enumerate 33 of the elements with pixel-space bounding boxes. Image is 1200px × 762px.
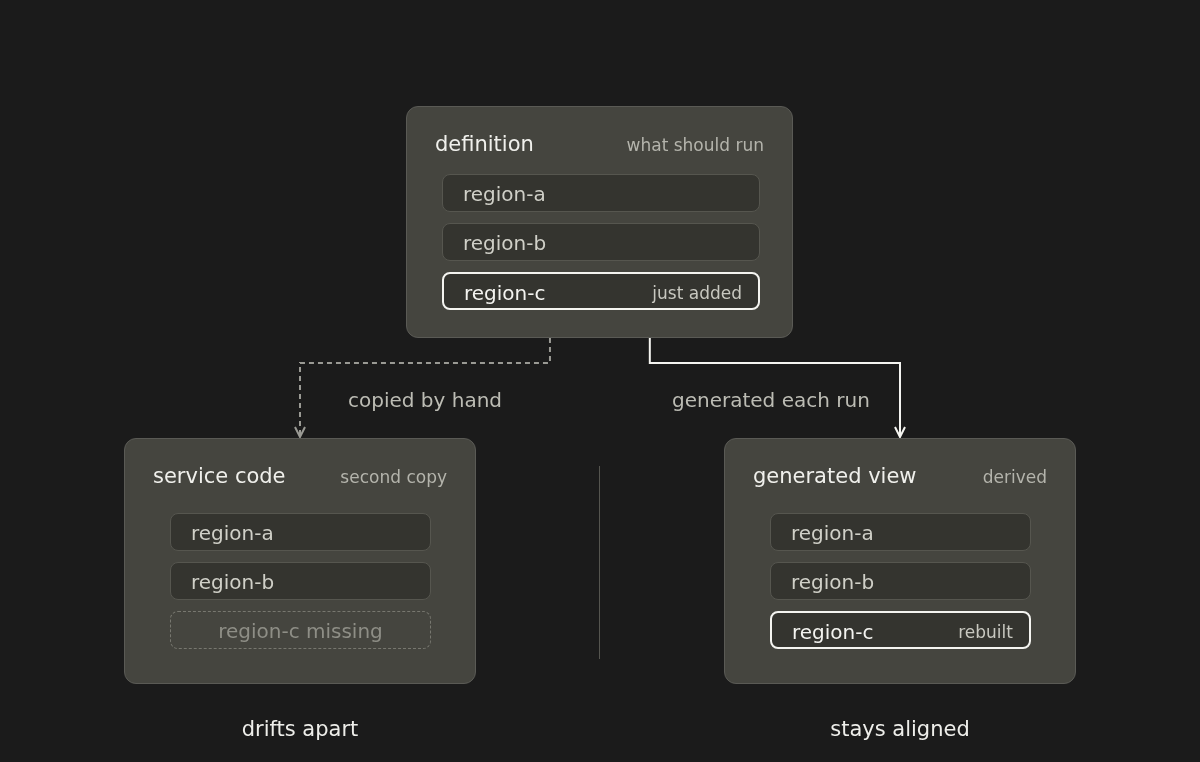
region-row: [442, 272, 760, 310]
panel-title: definition: [435, 134, 534, 155]
status-note: rebuilt: [958, 624, 1013, 641]
status-note: just added: [652, 285, 742, 302]
region-row: [170, 513, 431, 551]
panel-subtitle: derived: [982, 469, 1047, 486]
region-label: region-a: [191, 523, 274, 543]
panel-title: service code: [153, 466, 286, 487]
region-label: region-b: [191, 572, 275, 592]
panel-subtitle: second copy: [340, 469, 447, 486]
region-row: [170, 562, 431, 600]
region-row: [770, 562, 1031, 600]
arrow: [648, 337, 906, 438]
region-label: region-c: [792, 622, 874, 642]
region-label: region-a: [791, 523, 874, 543]
panel-card: [724, 438, 1076, 684]
placeholder-row: [170, 611, 431, 649]
region-label: region-c missing: [217, 621, 384, 641]
panel-card: [406, 106, 793, 338]
region-row: [770, 611, 1031, 649]
region-label: region-c: [464, 283, 546, 303]
arrow: [294, 337, 551, 438]
panel-card: [124, 438, 476, 684]
region-row: [770, 513, 1031, 551]
region-row: [442, 223, 760, 261]
region-label: region-b: [791, 572, 875, 592]
panel-subtitle: what should run: [626, 137, 764, 154]
panel-caption: drifts apart: [241, 719, 359, 740]
region-row: [442, 174, 760, 212]
panel-title: generated view: [753, 466, 917, 487]
panel-caption: stays aligned: [830, 719, 970, 740]
region-label: region-b: [463, 233, 547, 253]
region-label: region-a: [463, 184, 546, 204]
